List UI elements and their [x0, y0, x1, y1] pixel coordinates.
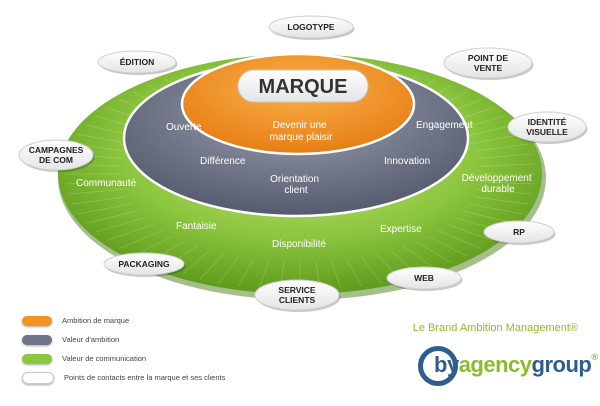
legend-swatch-gray [22, 334, 52, 345]
touchpoint-pill [254, 279, 340, 311]
legend-item-ambition: Ambition de marque [22, 312, 282, 329]
legend-item-points-contact: Points de contacts entre la marque et se… [22, 369, 282, 386]
brand-ambition-line2: marque plaisir [270, 132, 333, 143]
brand-ambition-text: Devenir une marque plaisir [270, 120, 333, 143]
touchpoint-label: LOGOTYPE [287, 22, 335, 32]
legend-item-valeur-communication: Valeur de communication [22, 350, 282, 367]
touchpoint-label: RP [513, 227, 525, 237]
dev-durable-line2: durable [481, 184, 515, 195]
ambition-value-innovation: Innovation [384, 156, 430, 167]
touchpoint-label-line: RP [513, 227, 525, 237]
communication-value-communaute: Communauté [76, 178, 136, 189]
touchpoint-pill [268, 15, 354, 39]
ambition-value-ouverte: Ouverte [166, 122, 202, 133]
touchpoint-rp: RP [483, 220, 556, 245]
touchpoint-pill [97, 50, 177, 74]
touchpoint-label-line: VISUELLE [526, 127, 568, 137]
logo-by: by [434, 352, 459, 377]
tagline: Le Brand Ambition Management® [412, 322, 578, 334]
touchpoint-label-line: ÉDITION [120, 57, 154, 67]
touchpoint-pill [18, 139, 94, 171]
brand-title-pill [237, 69, 369, 103]
dev-durable-line1: Développement [462, 173, 532, 184]
brand-title: MARQUE [259, 76, 348, 98]
touchpoint-label: PACKAGING [118, 259, 170, 269]
touchpoint-pill [483, 220, 555, 244]
legend-swatch-green [22, 353, 52, 364]
touchpoint-packaging: PACKAGING [103, 252, 186, 277]
brand-ambition-line1: Devenir une [273, 120, 327, 131]
logo-agency: agency [458, 352, 532, 377]
touchpoint-label: WEB [414, 273, 434, 283]
touchpoint-pill [386, 266, 462, 290]
ambition-value-difference: Différence [200, 156, 246, 167]
legend-label: Valeur d'ambition [62, 335, 120, 344]
touchpoint-edition: ÉDITION [97, 50, 178, 75]
logo-registered: ® [591, 352, 598, 362]
orientation-line2: client [284, 185, 308, 196]
logo-group: group [531, 352, 592, 377]
touchpoint-label-line: PACKAGING [118, 259, 170, 269]
touchpoint-web: WEB [386, 266, 463, 291]
touchpoint-label: ÉDITION [120, 57, 154, 67]
touchpoint-label-line: SERVICE [278, 285, 315, 295]
ambition-value-engagement: Engagement [416, 120, 473, 131]
legend: Ambition de marque Valeur d'ambition Val… [22, 312, 282, 388]
ambition-value-orientation-client: Orientation client [270, 174, 322, 196]
legend-swatch-white [22, 371, 54, 384]
legend-item-valeur-ambition: Valeur d'ambition [22, 331, 282, 348]
communication-value-expertise: Expertise [380, 224, 422, 235]
legend-label: Ambition de marque [62, 316, 130, 325]
touchpoint-pill [507, 111, 587, 143]
touchpoint-label-line: DE COM [39, 155, 73, 165]
touchpoint-pill [443, 47, 533, 79]
touchpoint-label-line: VENTE [474, 63, 503, 73]
communication-value-disponibilite: Disponibilité [272, 239, 326, 250]
legend-swatch-orange [22, 315, 52, 326]
touchpoint-label-line: CLIENTS [279, 295, 316, 305]
touchpoint-label-line: POINT DE [468, 53, 508, 63]
touchpoint-pill [103, 252, 185, 276]
touchpoint-label-line: LOGOTYPE [287, 22, 335, 32]
touchpoint-label-line: WEB [414, 273, 434, 283]
orientation-line1: Orientation [270, 174, 319, 185]
byagencygroup-logo: byagencygroup® [418, 346, 598, 390]
communication-value-developpement-durable: Développement durable [462, 173, 535, 195]
legend-label: Points de contacts entre la marque et se… [64, 373, 226, 382]
logo-wordmark: byagencygroup® [434, 352, 598, 378]
touchpoint-label-line: CAMPAGNES [29, 145, 84, 155]
legend-label: Valeur de communication [62, 354, 147, 363]
communication-value-fantaisie: Fantaisie [176, 221, 217, 232]
touchpoint-label-line: IDENTITÉ [528, 117, 567, 127]
touchpoint-logotype: LOGOTYPE [268, 15, 355, 40]
logo-ring-icon [418, 346, 458, 386]
